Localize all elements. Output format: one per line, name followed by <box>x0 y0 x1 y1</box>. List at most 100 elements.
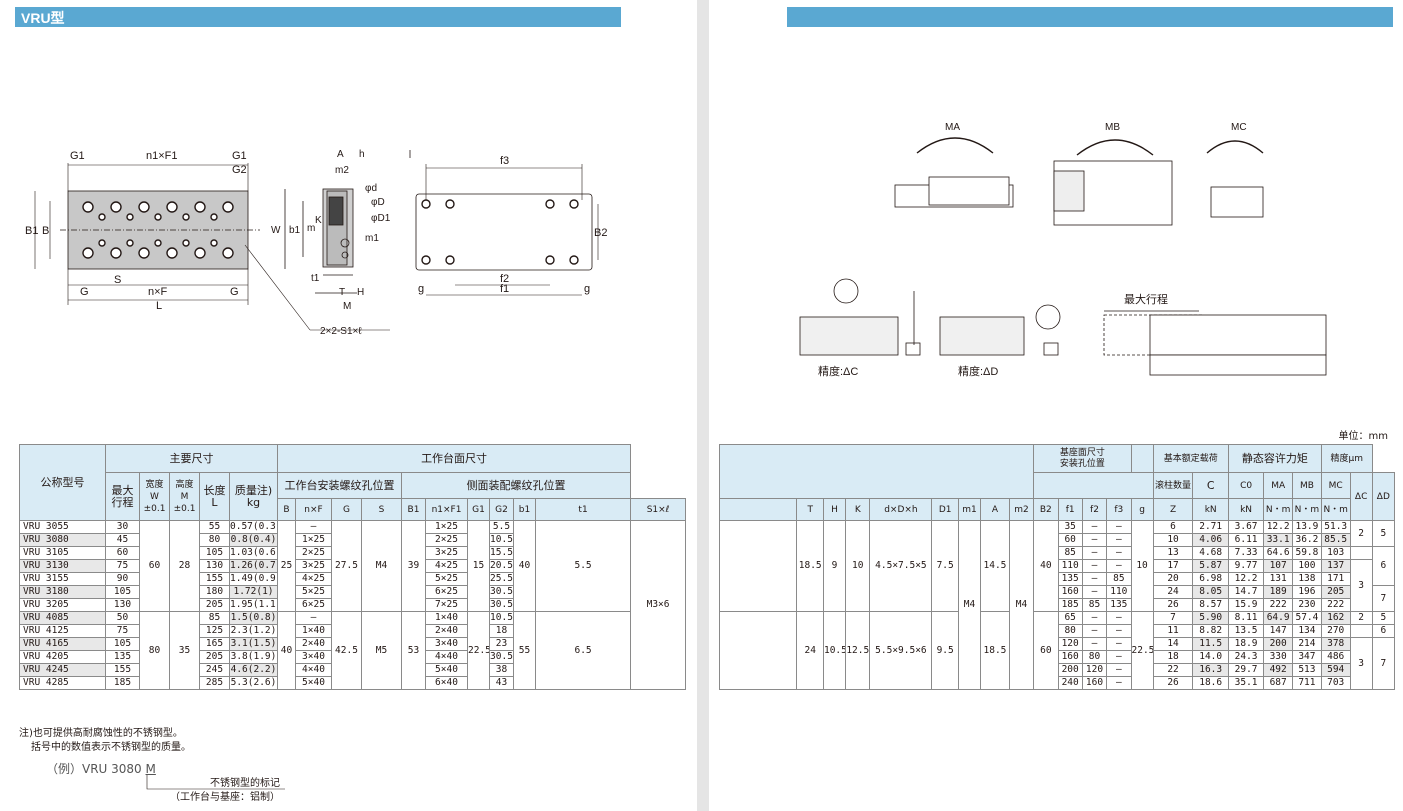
cell-c: 18.6 <box>1192 676 1229 690</box>
col-main: 主要尺寸 <box>105 444 278 473</box>
example-label-2: （工作台与基座：铝制） <box>170 792 280 803</box>
cell-z: 6 <box>1152 520 1194 534</box>
cell-n1f1: 5×25 <box>425 572 468 586</box>
subheader: f3 <box>1106 498 1132 521</box>
col-stroke: 最大 行程 <box>105 472 140 521</box>
cell-ddh: 4.5×7.5×5 <box>869 520 933 612</box>
dim-f1: f1 <box>500 283 509 295</box>
cell-height: 28 <box>169 520 200 612</box>
label-ma: MA <box>945 122 960 133</box>
cell-c0: 29.7 <box>1227 663 1265 677</box>
cell-ma: 131 <box>1263 572 1294 586</box>
cell-f3: — <box>1106 533 1132 547</box>
cell-f2: — <box>1081 520 1108 534</box>
cell-k: 12.5 <box>845 611 871 690</box>
cell-f3: — <box>1106 611 1132 625</box>
cell-ma: 687 <box>1263 676 1294 690</box>
cell-c: 2.71 <box>1192 520 1229 534</box>
cell-f1: 200 <box>1057 663 1083 677</box>
cell-model: VRU 3205 <box>19 598 106 612</box>
cell-model: VRU 3155 <box>19 572 106 586</box>
cell-ma: 189 <box>1263 585 1294 599</box>
mount-hole <box>194 201 206 213</box>
cell-h: 10.5 <box>822 611 847 690</box>
dim-g1-right: G1 <box>232 150 247 162</box>
cell-f1: 65 <box>1057 611 1083 625</box>
cell-n1f1: 5×40 <box>425 663 468 677</box>
title-bar: VRU型 <box>15 7 621 27</box>
cell-z: 14 <box>1152 637 1194 651</box>
cell-g2: 30.5 <box>489 585 514 599</box>
base-hole <box>545 255 555 265</box>
cell-mc: 162 <box>1320 611 1351 625</box>
cell-stroke: 60 <box>105 546 140 560</box>
cell-b1-small: 40 <box>513 520 536 612</box>
cell-n1f1: 3×25 <box>425 546 468 560</box>
page-gutter <box>697 0 709 811</box>
cell-d1: 9.5 <box>931 611 959 690</box>
mount-hole <box>138 201 150 213</box>
dim-g: G <box>80 286 89 298</box>
cell-mc: 137 <box>1320 559 1351 573</box>
cell-f3: — <box>1106 520 1132 534</box>
cell-f3: — <box>1106 650 1132 664</box>
cell-mc: 222 <box>1320 598 1351 612</box>
small-hole <box>210 239 218 247</box>
col-length: 长度 L <box>199 472 230 521</box>
blank-sub <box>718 498 798 521</box>
cell-length: 155 <box>199 572 230 586</box>
cell-f1: 35 <box>1057 520 1083 534</box>
blank-header <box>718 444 1035 473</box>
cell-ma: 33.1 <box>1263 533 1294 547</box>
cell-c0: 15.9 <box>1227 598 1265 612</box>
cell-f2: 120 <box>1081 663 1108 677</box>
cell-f1: 240 <box>1057 676 1083 690</box>
dim-l: L <box>156 300 162 312</box>
cell-acc-d: 7 <box>1371 637 1396 690</box>
cell-width: 80 <box>139 611 170 690</box>
cell-acc-c: 3 <box>1349 559 1373 612</box>
cell-f3: 135 <box>1106 598 1132 612</box>
cell-c0: 13.5 <box>1227 624 1265 638</box>
cell-nf: 1×25 <box>295 533 332 547</box>
dim-k: K <box>315 215 322 226</box>
small-hole <box>126 239 134 247</box>
cell-f1: 160 <box>1057 650 1083 664</box>
cell-c0: 3.67 <box>1227 520 1265 534</box>
cell-f1: 60 <box>1057 533 1083 547</box>
cell-mb: 711 <box>1292 676 1322 690</box>
cell-c: 16.3 <box>1192 663 1229 677</box>
cell-g2: 25.5 <box>489 572 514 586</box>
mount-hole <box>82 247 94 259</box>
cell-stroke: 45 <box>105 533 140 547</box>
dim-g2: G2 <box>232 164 247 176</box>
cell-a: 18.5 <box>980 611 1010 690</box>
cell-acc-d: 5 <box>1371 520 1396 547</box>
cell-acc-c: 3 <box>1349 637 1373 690</box>
mount-hole <box>222 201 234 213</box>
cell-b1: 53 <box>401 611 426 690</box>
cell-c0: 7.33 <box>1227 546 1265 560</box>
dim-g-base-right: g <box>584 283 590 295</box>
dim-M: M <box>343 301 351 312</box>
subheader: n×F <box>295 498 332 521</box>
subheader: G2 <box>489 498 514 521</box>
cell-length: 205 <box>199 650 230 664</box>
cell-c: 5.87 <box>1192 559 1229 573</box>
unit-mc: N・m <box>1320 498 1351 521</box>
cell-f1: 85 <box>1057 546 1083 560</box>
base-holes <box>421 199 579 265</box>
cell-z: 10 <box>1152 533 1194 547</box>
cell-g2: 5.5 <box>489 520 514 534</box>
cell-length: 125 <box>199 624 230 638</box>
subheader: d×D×h <box>869 498 933 521</box>
col-mass: 质量注) kg <box>229 472 278 521</box>
cell-mass: 1.95(1.1) <box>229 598 278 612</box>
mount-hole <box>110 247 122 259</box>
